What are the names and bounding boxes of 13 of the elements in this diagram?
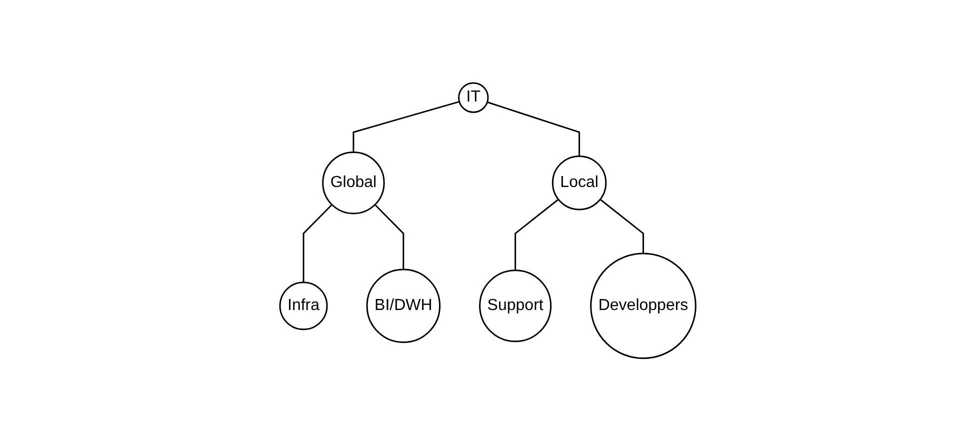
- connector: [302, 204, 333, 283]
- node-circle: Infra: [279, 282, 328, 330]
- connector: [487, 102, 580, 157]
- node-circle: Developpers: [590, 253, 697, 360]
- node-circle: Global: [322, 152, 385, 215]
- node-circle: BI/DWH: [366, 269, 441, 344]
- connector: [374, 204, 404, 270]
- node-circle: Support: [479, 270, 552, 342]
- connector: [514, 199, 560, 271]
- node-circle: IT: [458, 82, 489, 114]
- node-circle: Local: [552, 156, 607, 211]
- connector: [352, 101, 460, 153]
- connector: [600, 199, 644, 254]
